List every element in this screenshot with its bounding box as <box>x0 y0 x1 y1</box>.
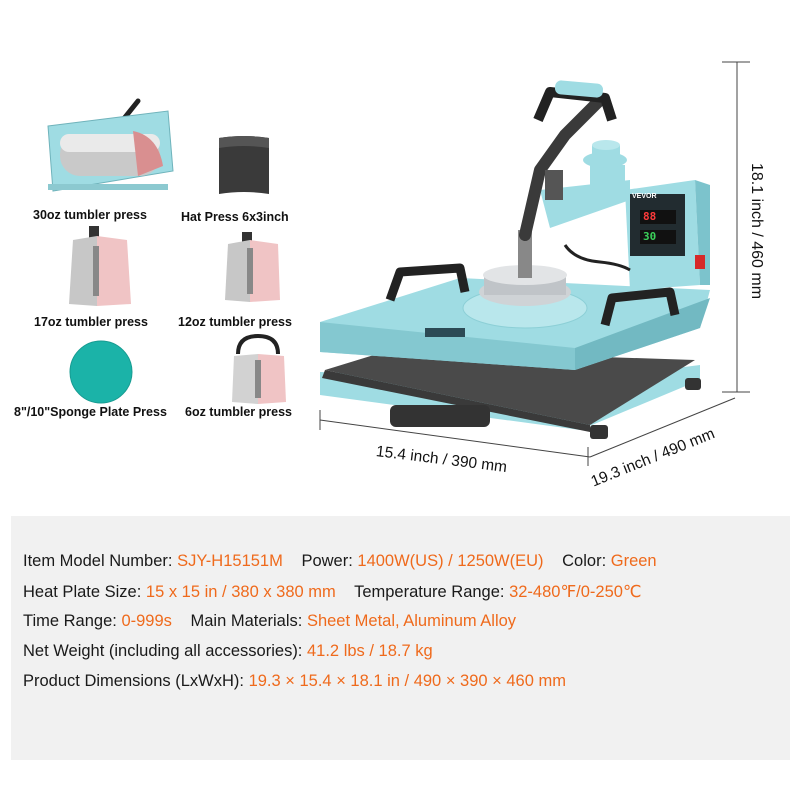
accessory-label-17oz: 17oz tumbler press <box>34 315 148 329</box>
accessory-label-12oz: 12oz tumbler press <box>178 315 292 329</box>
accessory-label-6oz: 6oz tumbler press <box>185 405 292 419</box>
spec-value-power: 1400W(US) / 1250W(EU) <box>357 552 544 570</box>
spec-value-model: SJY-H15151M <box>177 552 283 570</box>
spec-value-plate-size: 15 x 15 in / 380 x 380 mm <box>145 583 336 601</box>
spec-row-1: Item Model Number: SJY-H15151M Power: 14… <box>23 552 657 571</box>
spec-label-power: Power: <box>301 552 353 570</box>
temperature-display: 88 <box>643 210 657 223</box>
hat-press-icon <box>219 136 269 194</box>
spec-label-color: Color: <box>562 552 607 570</box>
heat-press-machine <box>320 80 710 439</box>
spec-row-2: Heat Plate Size: 15 x 15 in / 380 x 380 … <box>23 582 641 602</box>
spec-value-dimensions: 19.3 × 15.4 × 18.1 in / 490 × 390 × 460 … <box>248 672 566 690</box>
spec-label-temp-range: Temperature Range: <box>354 583 505 601</box>
spec-value-materials: Sheet Metal, Aluminum Alloy <box>306 612 517 630</box>
dimension-lines <box>319 61 750 466</box>
spec-label-time-range: Time Range: <box>23 612 117 630</box>
spec-label-dimensions: Product Dimensions (LxWxH): <box>23 672 244 690</box>
spec-label-materials: Main Materials: <box>190 612 303 630</box>
spec-value-temp-range: 32-480℉/0-250℃ <box>509 583 642 601</box>
spec-value-net-weight: 41.2 lbs / 18.7 kg <box>307 642 433 660</box>
spec-value-time-range: 0-999s <box>121 612 172 630</box>
spec-panel: Item Model Number: SJY-H15151M Power: 14… <box>11 516 790 760</box>
timer-display: 30 <box>643 230 657 243</box>
mug-press-12oz-icon <box>225 232 280 302</box>
mug-press-17oz-icon <box>69 226 131 306</box>
spec-row-5: Product Dimensions (LxWxH): 19.3 × 15.4 … <box>23 672 566 691</box>
sponge-plate-icon <box>69 340 133 404</box>
mug-press-6oz-icon <box>232 334 286 404</box>
spec-label-plate-size: Heat Plate Size: <box>23 583 142 601</box>
brand-logo: VEVOR <box>632 193 657 200</box>
spec-row-4: Net Weight (including all accessories): … <box>23 642 433 661</box>
spec-value-color: Green <box>610 552 657 570</box>
spec-label-net-weight: Net Weight (including all accessories): <box>23 642 303 660</box>
accessory-label-sponge: 8"/10"Sponge Plate Press <box>14 405 167 419</box>
dimension-height: 18.1 inch / 460 mm <box>748 162 765 300</box>
accessory-label-hat: Hat Press 6x3inch <box>181 210 289 224</box>
spec-label-model: Item Model Number: <box>23 552 173 570</box>
spec-row-3: Time Range: 0-999s Main Materials: Sheet… <box>23 612 516 631</box>
accessory-label-30oz: 30oz tumbler press <box>33 208 147 222</box>
mug-press-30oz-icon <box>47 98 174 192</box>
